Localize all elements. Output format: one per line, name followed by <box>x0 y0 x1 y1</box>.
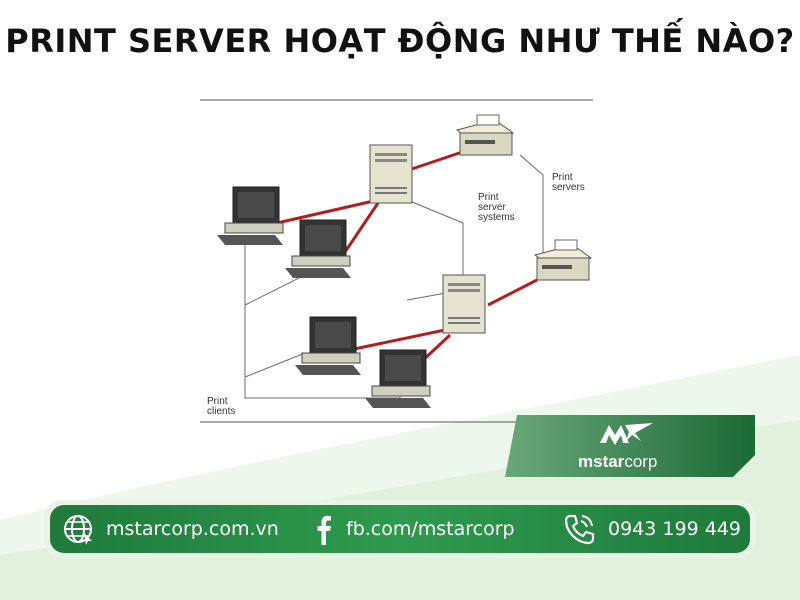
phone-icon <box>564 514 595 545</box>
mstar-logo-icon <box>600 423 653 445</box>
computer-icon <box>217 186 284 245</box>
brand-wordmark: mstarcorp <box>578 452 657 472</box>
print-servers-label: Print servers <box>552 173 585 193</box>
label-line: Print <box>207 396 228 407</box>
print-server-diagram: Print servers Print server systems Print… <box>195 95 595 425</box>
server-icon <box>442 274 486 334</box>
computer-icon <box>365 349 431 408</box>
phone-number[interactable]: 0943 199 449 <box>608 518 741 540</box>
label-line: servers <box>552 182 585 193</box>
brand-bold: mstar <box>578 452 625 471</box>
website-contact[interactable]: mstarcorp.com.vn <box>62 505 279 553</box>
printer-icon <box>455 114 515 156</box>
globe-icon <box>64 515 92 545</box>
print-server-systems-label: Print server systems <box>478 193 515 223</box>
facebook-icon <box>317 515 331 545</box>
computer-icon <box>295 316 361 375</box>
page-title: PRINT SERVER HOẠT ĐỘNG NHƯ THẾ NÀO? <box>5 22 795 60</box>
brand-light: corp <box>624 452 658 471</box>
brand-logo-badge <box>505 415 755 477</box>
diagram-canvas <box>200 99 593 423</box>
print-clients-label: Print clients <box>207 397 235 417</box>
phone-contact[interactable]: 0943 199 449 <box>562 505 741 553</box>
website-link[interactable]: mstarcorp.com.vn <box>106 518 279 540</box>
label-line: Print <box>552 172 573 183</box>
computer-icon <box>285 219 351 278</box>
facebook-contact[interactable]: fb.com/mstarcorp <box>314 505 515 553</box>
label-line: clients <box>207 406 236 417</box>
label-line: Print <box>478 192 499 203</box>
printer-icon <box>533 239 593 281</box>
facebook-link[interactable]: fb.com/mstarcorp <box>346 518 515 540</box>
contact-bar <box>50 505 750 553</box>
label-line: systems <box>478 212 515 223</box>
server-icon <box>369 144 413 204</box>
label-line: server <box>478 202 506 213</box>
